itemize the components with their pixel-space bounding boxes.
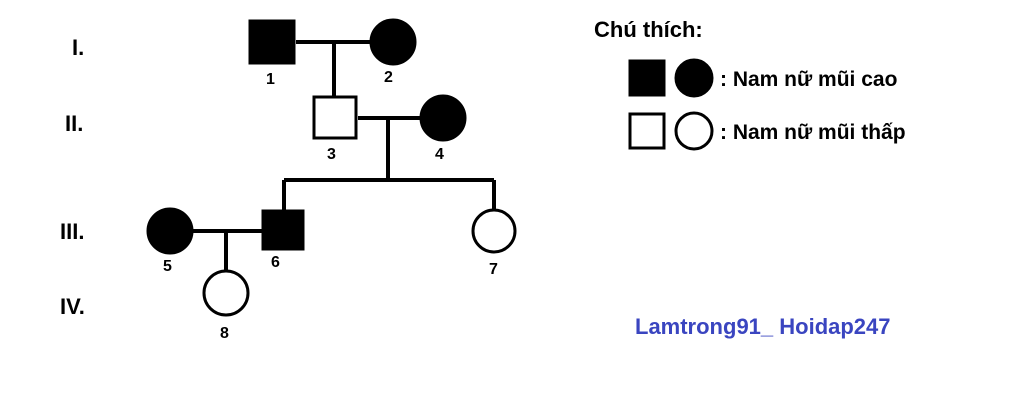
individual-2-number: 2 [384, 69, 393, 86]
legend-open-label: : Nam nữ mũi thấp [720, 121, 906, 144]
individual-3-male-symbol [312, 95, 358, 140]
pedigree-lines [192, 40, 496, 270]
legend-filled-circle-icon [674, 58, 714, 98]
individual-1-number: 1 [266, 71, 275, 88]
generation-label-1: I. [72, 35, 84, 60]
individual-2-female-symbol [369, 18, 417, 66]
individual-3-number: 3 [327, 146, 336, 163]
individual-1-male-symbol [248, 19, 296, 65]
individual-4-number: 4 [435, 146, 444, 163]
individual-7-female-symbol [471, 208, 517, 254]
legend-title: Chú thích: [594, 17, 703, 42]
generation-label-2: II. [65, 111, 83, 136]
individual-6-number: 6 [271, 254, 280, 271]
legend-filled-square-icon [628, 59, 666, 97]
credit-text: Lamtrong91_ Hoidap247 [635, 314, 891, 339]
individual-6-male-symbol [261, 209, 305, 251]
generation-label-4: IV. [60, 294, 85, 319]
individual-7-number: 7 [489, 261, 498, 278]
legend: Chú thích: : Nam nữ mũi cao : Nam nữ mũi… [594, 17, 906, 151]
individual-5-female-symbol [146, 207, 194, 255]
individual-8-female-symbol [202, 269, 250, 317]
individual-5-number: 5 [163, 258, 172, 275]
generation-label-3: III. [60, 219, 84, 244]
legend-open-square-icon [628, 112, 666, 150]
individual-4-female-symbol [419, 94, 467, 142]
individual-8-number: 8 [220, 325, 229, 342]
legend-filled-label: : Nam nữ mũi cao [720, 68, 897, 91]
legend-open-circle-icon [674, 111, 714, 151]
